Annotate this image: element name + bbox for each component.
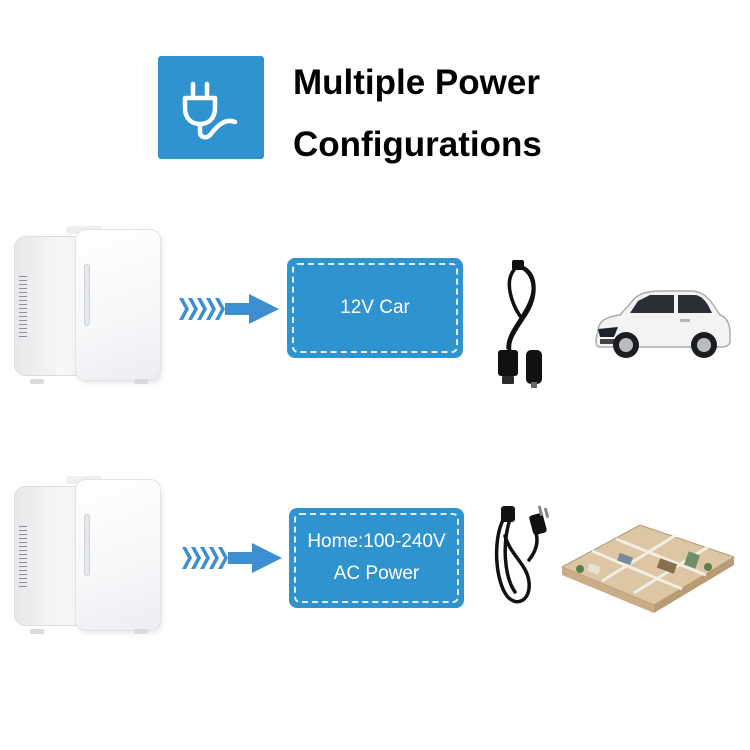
title-line-1: Multiple Power xyxy=(293,63,540,102)
plug-icon xyxy=(182,81,238,139)
title-line-2: Configurations xyxy=(293,125,542,164)
power-option-home-ac: Home:100-240V AC Power xyxy=(289,508,464,608)
power-option-car-label: 12V Car xyxy=(340,297,410,318)
power-option-car: 12V Car xyxy=(287,258,463,358)
ac-power-cord-icon xyxy=(494,505,550,604)
power-option-home-ac-label: Home:100-240V AC Power xyxy=(307,531,446,584)
car-charger-cable-icon xyxy=(498,260,542,388)
mini-fridge-image xyxy=(14,476,160,634)
car-icon xyxy=(595,290,731,358)
plug-tile xyxy=(158,56,264,159)
arrow-right-icon xyxy=(179,294,279,324)
mini-fridge-image xyxy=(14,226,160,384)
arrow-right-icon xyxy=(182,543,282,573)
house-floorplan-icon xyxy=(560,524,736,613)
page-title: Multiple Power Configurations xyxy=(293,52,623,176)
